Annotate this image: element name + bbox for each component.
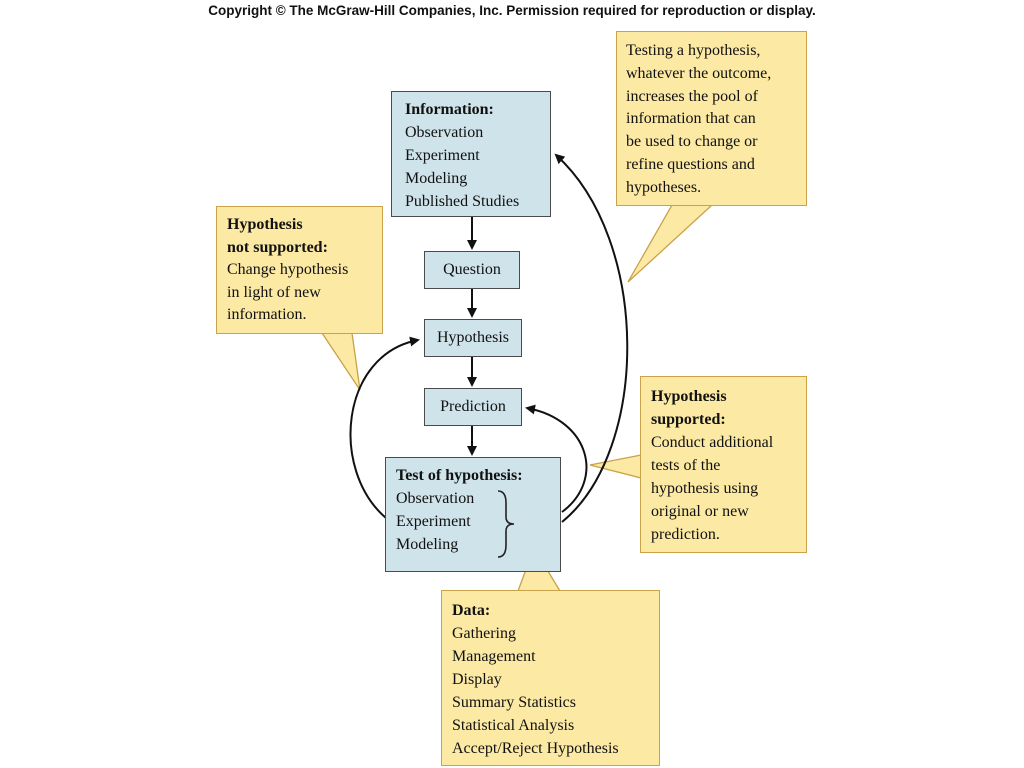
question-label: Question <box>443 261 501 278</box>
data-item: Accept/Reject Hypothesis <box>452 740 619 757</box>
testing-note-callout: Testing a hypothesis, whatever the outco… <box>616 31 807 206</box>
data-item: Statistical Analysis <box>452 717 575 734</box>
information-item: Modeling <box>405 170 468 187</box>
hypothesis-box: Hypothesis <box>424 319 522 357</box>
information-item: Published Studies <box>405 193 520 210</box>
question-box: Question <box>424 251 520 289</box>
hypothesis-label: Hypothesis <box>437 329 509 346</box>
test-items-brace <box>497 490 515 558</box>
information-title: Information: <box>405 101 494 118</box>
supported-pointer <box>589 454 642 479</box>
testing-note-text: information that can <box>626 110 756 128</box>
test-item: Modeling <box>396 536 459 553</box>
supported-text: prediction. <box>651 526 720 543</box>
data-item: Management <box>452 648 536 665</box>
supported-title: supported: <box>651 411 726 428</box>
testing-note-text: whatever the outcome, <box>626 64 772 82</box>
arrow-test-to-information <box>554 153 629 523</box>
test-item: Observation <box>396 490 475 507</box>
test-of-hypothesis-box: Test of hypothesis: Observation Experime… <box>385 457 561 572</box>
testing-note-text: Testing a hypothesis, <box>626 42 761 59</box>
arrow-test-to-hypothesis <box>349 336 420 519</box>
supported-text: tests of the <box>651 457 721 474</box>
not-supported-text: in light of new <box>227 283 321 301</box>
testing-note-text: be used to change or <box>626 133 758 151</box>
supported-title: Hypothesis <box>651 388 727 405</box>
not-supported-title: Hypothesis <box>227 216 303 233</box>
testing-note-pointer <box>627 204 714 283</box>
supported-text: hypothesis using <box>651 480 759 497</box>
copyright-notice: Copyright © The McGraw-Hill Companies, I… <box>208 3 816 18</box>
data-callout: Data: Gathering Management Display Summa… <box>441 590 660 766</box>
not-supported-text: information. <box>227 306 307 323</box>
testing-note-text: refine questions and <box>626 155 755 173</box>
testing-note-text: hypotheses. <box>626 178 702 196</box>
prediction-box: Prediction <box>424 388 522 426</box>
not-supported-text: Change hypothesis <box>227 261 349 278</box>
data-item: Gathering <box>452 625 516 642</box>
testing-note-text: increases the pool of <box>626 87 758 105</box>
not-supported-callout: Hypothesis not supported: Change hypothe… <box>216 206 383 334</box>
information-box: Information: Observation Experiment Mode… <box>391 91 551 217</box>
data-item: Summary Statistics <box>452 694 576 711</box>
data-item: Display <box>452 671 502 688</box>
test-item: Experiment <box>396 513 471 530</box>
data-title: Data: <box>452 602 491 619</box>
information-item: Observation <box>405 124 484 141</box>
arrow-test-to-prediction <box>525 404 588 513</box>
not-supported-title: not supported: <box>227 238 328 256</box>
supported-callout: Hypothesis supported: Conduct additional… <box>640 376 807 553</box>
information-item: Experiment <box>405 147 480 164</box>
not-supported-pointer <box>320 332 361 391</box>
prediction-label: Prediction <box>440 398 506 415</box>
supported-text: original or new <box>651 503 749 520</box>
supported-text: Conduct additional <box>651 434 774 451</box>
test-title: Test of hypothesis: <box>396 467 523 484</box>
